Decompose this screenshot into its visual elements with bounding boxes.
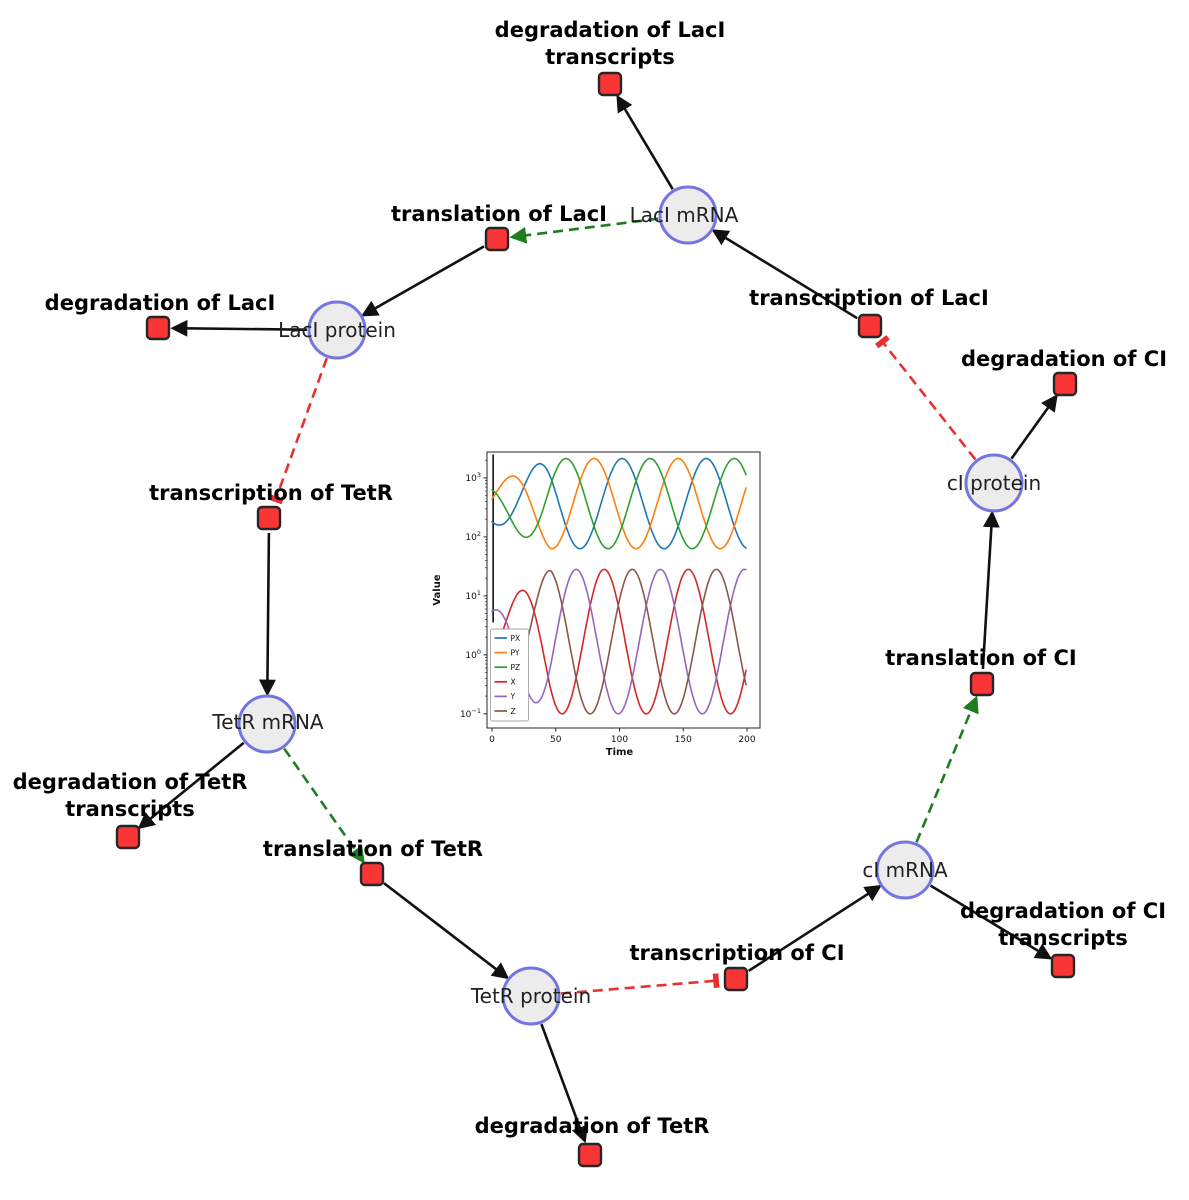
species-label-tetr_mrna: TetR mRNA (211, 710, 324, 734)
chart-axes-frame (486, 451, 761, 729)
edge-activation-laci_mrna-to-transl_laci (509, 217, 659, 244)
edge-production-txn_tetr-to-tetr_mrna (258, 532, 276, 697)
species-label-ci_mrna: cI mRNA (862, 858, 948, 882)
legend-label-Y: Y (510, 692, 516, 701)
legend-label-X: X (511, 678, 516, 687)
edge-production-transl_ci-to-ci_protein (981, 510, 1000, 670)
edge-production-txn_laci-to-laci_mrna (711, 229, 858, 320)
reaction-node-deg_tetr (577, 1142, 603, 1168)
edge-production-transl_tetr-to-tetr_protein (383, 882, 510, 980)
edge-inhibition-tetr_protein-to-txn_ci (560, 973, 720, 995)
reaction-label-transl_ci: translation of CI (885, 646, 1076, 670)
x-tick-label: 150 (675, 735, 692, 745)
legend-label-PZ: PZ (511, 663, 521, 672)
x-tick-label: 200 (738, 735, 755, 745)
chart-series-PY (491, 457, 747, 550)
edge-inhibition-ci_protein-to-txn_laci (875, 335, 977, 461)
edge-production-txn_ci-to-ci_mrna (747, 884, 882, 972)
species-node-laci_protein (307, 300, 367, 360)
chart-series-PX (491, 457, 747, 550)
reaction-label-transl_laci: translation of LacI (391, 202, 607, 226)
reaction-label-deg_laci: degradation of LacI (45, 291, 276, 315)
legend-label-PX: PX (511, 634, 521, 643)
reaction-node-deg_ci (1052, 371, 1078, 397)
chart-legend: PX PY PZ XYZ (490, 628, 529, 722)
x-tick-label: 50 (550, 735, 562, 745)
chart-series-Y (491, 568, 747, 715)
reaction-node-txn_laci (857, 313, 883, 339)
species-node-tetr_protein (501, 966, 561, 1026)
species-node-laci_mrna (658, 185, 718, 245)
species-label-ci_protein: cI protein (947, 471, 1041, 495)
reaction-node-txn_ci (723, 966, 749, 992)
y-tick-label: 103 (465, 471, 481, 484)
edge-consumption-ci_protein-to-deg_ci (1010, 394, 1058, 460)
species-node-ci_protein (964, 453, 1024, 513)
reaction-node-transl_ci (969, 671, 995, 697)
reaction-label-deg_tetr: degradation of TetR (475, 1114, 710, 1138)
reaction-label-txn_ci: transcription of CI (629, 941, 844, 965)
y-tick-label: 10−1 (460, 707, 481, 720)
y-tick-label: 100 (465, 648, 481, 661)
species-node-ci_mrna (875, 840, 935, 900)
reaction-label-transl_tetr: translation of TetR (263, 837, 483, 861)
reaction-node-deg_laci_tx (597, 71, 623, 97)
x-tick-label: 0 (489, 735, 495, 745)
reaction-node-transl_tetr (359, 861, 385, 887)
reaction-node-txn_tetr (256, 505, 282, 531)
legend-label-Z: Z (511, 707, 516, 716)
edge-production-transl_laci-to-laci_protein (360, 245, 485, 317)
y-axis-label: Value (432, 574, 443, 605)
edge-consumption-laci_mrna-to-deg_laci_tx (616, 94, 674, 190)
edge-consumption-laci_protein-to-deg_laci (170, 319, 308, 337)
species-label-tetr_protein: TetR protein (470, 984, 591, 1008)
edge-activation-ci_mrna-to-transl_ci (915, 695, 979, 843)
species-label-laci_mrna: LacI mRNA (630, 203, 739, 227)
node-layer (115, 71, 1078, 1168)
species-node-tetr_mrna (237, 694, 297, 754)
chart-series-PZ (491, 457, 747, 550)
reaction-node-deg_ci_tx (1050, 953, 1076, 979)
edge-consumption-ci_mrna-to-deg_ci_tx (929, 884, 1053, 960)
reaction-label-txn_tetr: transcription of TetR (149, 481, 393, 505)
x-tick-label: 100 (611, 735, 628, 745)
edge-layer (137, 94, 1058, 1144)
reaction-node-transl_laci (484, 226, 510, 252)
edge-consumption-tetr_protein-to-deg_tetr (540, 1023, 588, 1144)
x-axis-label: Time (606, 747, 634, 758)
reaction-node-deg_tetr_tx (115, 824, 141, 850)
reaction-node-deg_laci (145, 315, 171, 341)
species-label-laci_protein: LacI protein (278, 318, 396, 342)
edge-consumption-tetr_mrna-to-deg_tetr_tx (137, 741, 245, 830)
reaction-label-deg_ci: degradation of CI (961, 347, 1167, 371)
y-tick-label: 102 (465, 530, 481, 543)
chart-legend-box (490, 628, 529, 722)
chart-series-Z (491, 568, 747, 715)
edge-activation-tetr_mrna-to-transl_tetr (283, 747, 365, 864)
y-tick-label: 101 (465, 589, 481, 602)
reaction-label-txn_laci: transcription of LacI (749, 286, 989, 310)
edge-inhibition-laci_protein-to-txn_tetr (268, 357, 329, 505)
legend-label-PY: PY (511, 648, 520, 657)
